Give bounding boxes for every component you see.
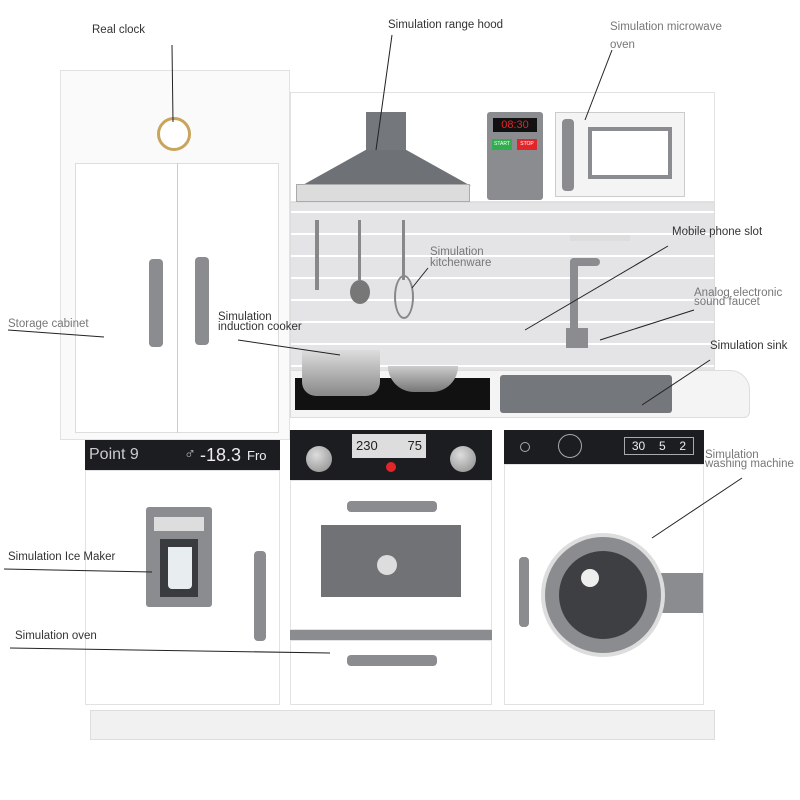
- label-range-hood: Simulation range hood: [388, 19, 504, 31]
- washer-value-1: 30: [631, 439, 646, 453]
- label-storage-cabinet: Storage cabinet: [8, 318, 89, 330]
- oven-door[interactable]: [290, 480, 492, 630]
- microwave-door[interactable]: [555, 112, 685, 197]
- power-icon[interactable]: [520, 442, 530, 452]
- label-real-clock: Real clock: [92, 24, 146, 36]
- oven-knob-left[interactable]: [306, 446, 332, 472]
- cup-icon: [168, 547, 192, 589]
- sink: [500, 375, 672, 413]
- freezer-handle[interactable]: [254, 551, 266, 641]
- base-plinth: [90, 710, 715, 740]
- washer-display: 30 5 2: [624, 437, 694, 455]
- oven-timer: 75: [407, 438, 422, 453]
- label-ice-maker: Simulation Ice Maker: [8, 551, 116, 563]
- label-oven: Simulation oven: [15, 630, 97, 642]
- oven-power-button[interactable]: [386, 462, 396, 472]
- fridge-brand: Point 9: [89, 446, 139, 463]
- washer-dial[interactable]: [558, 434, 582, 458]
- label-cooker-line1: Simulation: [218, 311, 272, 323]
- oven-control-panel: 230 75: [290, 430, 492, 480]
- label-kitchenware-line2: kitchenware: [430, 257, 492, 269]
- label-cooker-line2: induction cooker: [218, 321, 302, 333]
- label-microwave-line1: Simulation microwave: [610, 21, 722, 33]
- washer-value-2: 5: [658, 439, 666, 453]
- oven-window: [321, 525, 461, 597]
- kitchen-toy: Point 9 ♂ -18.3 Fro 08:30 START STOP: [60, 70, 750, 750]
- label-sink: Simulation sink: [710, 340, 788, 352]
- microwave-panel: 08:30 START STOP: [487, 112, 543, 200]
- label-faucet-line2: sound faucet: [694, 296, 760, 308]
- ice-maker[interactable]: [146, 507, 212, 607]
- oven-knob-right[interactable]: [450, 446, 476, 472]
- range-hood: [296, 112, 471, 202]
- freezer-door: [85, 470, 280, 705]
- label-washer-line1: Simulation: [705, 449, 759, 461]
- start-button[interactable]: START: [492, 139, 512, 150]
- phone-slot-shelf: [570, 235, 630, 241]
- faucet[interactable]: [566, 258, 610, 378]
- cabinet-handle-left[interactable]: [149, 259, 163, 347]
- fridge-mode: Fro: [247, 447, 267, 463]
- washing-machine: [504, 464, 704, 705]
- washer-door[interactable]: [541, 533, 665, 657]
- label-microwave-line2: oven: [610, 39, 635, 51]
- pan: [388, 366, 458, 392]
- cabinet-handle-right[interactable]: [195, 257, 209, 345]
- stop-button[interactable]: STOP: [517, 139, 537, 150]
- pot: [302, 350, 380, 396]
- label-phone-slot: Mobile phone slot: [672, 226, 763, 238]
- storage-cabinet: [60, 70, 290, 440]
- oven-display: 230 75: [352, 434, 426, 458]
- oven-drawer[interactable]: [290, 640, 492, 705]
- hanging-kitchenware: [310, 220, 420, 330]
- washer-value-3: 2: [679, 439, 687, 453]
- clock-icon: [157, 117, 191, 151]
- fridge-temp: -18.3: [200, 444, 242, 465]
- label-faucet-line1: Analog electronic: [694, 287, 783, 299]
- washer-control-panel: 30 5 2: [504, 430, 704, 464]
- oven-temp: 230: [356, 438, 378, 453]
- fridge-display: Point 9 ♂ -18.3 Fro: [85, 440, 280, 470]
- microwave-clock: 08:30: [493, 118, 537, 132]
- label-kitchenware-line1: Simulation: [430, 246, 484, 258]
- label-washer-line2: washing machine: [705, 458, 794, 470]
